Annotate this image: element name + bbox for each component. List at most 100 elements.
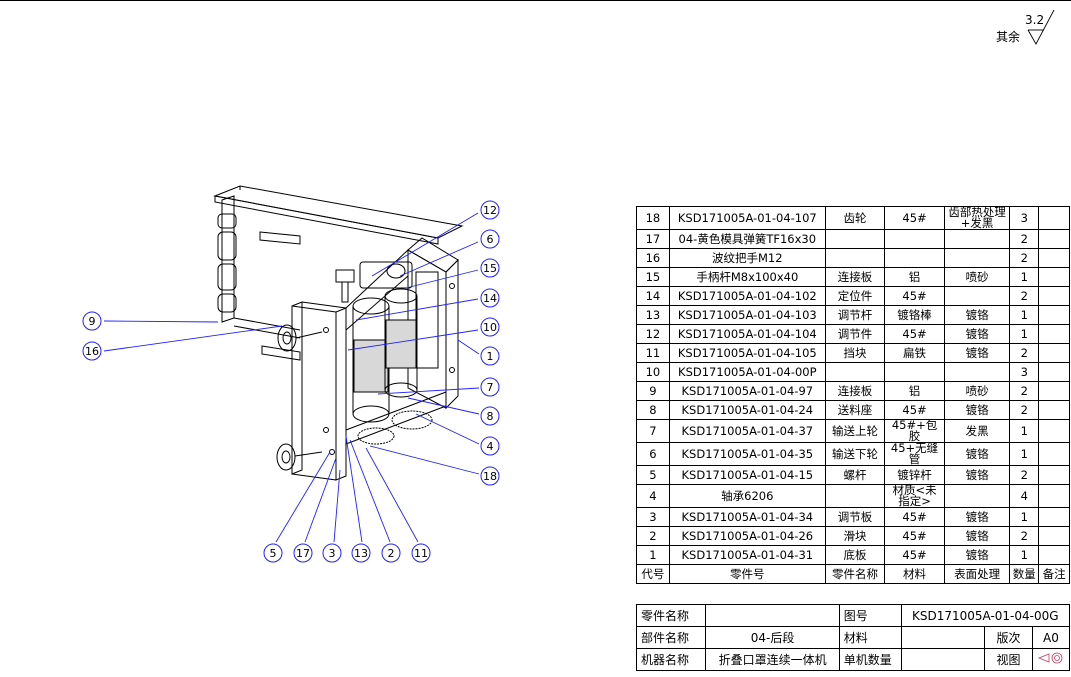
unit-qty-label: 单机数量	[838, 648, 902, 671]
machine-label: 机器名称	[635, 648, 707, 671]
bom-cell-part-no: KSD171005A-01-04-34	[668, 507, 826, 527]
bom-cell-note	[1038, 343, 1070, 363]
balloon: 12	[480, 200, 500, 220]
bom-cell-note	[1038, 286, 1070, 306]
revision-label: 版次	[984, 626, 1033, 649]
bom-cell-note	[1038, 484, 1070, 508]
machine-value: 折叠口罩连续一体机	[705, 648, 840, 671]
bom-cell-qty: 1	[1009, 545, 1040, 565]
bom-cell-part-no: 04-黄色模具弹簧TF16x30	[668, 229, 826, 249]
bom-cell-part-no: KSD171005A-01-04-105	[668, 343, 826, 363]
bom-cell-qty: 1	[1009, 419, 1040, 443]
balloon: 5	[263, 543, 283, 563]
bom-cell-name: 输送下轮	[824, 442, 886, 466]
bom-cell-surface: 喷砂	[943, 267, 1011, 287]
balloon: 9	[82, 311, 102, 331]
bom-cell-part-no: KSD171005A-01-04-26	[668, 526, 826, 546]
roughness-value: 3.2	[1025, 13, 1045, 27]
bom-cell-qty: 3	[1009, 206, 1040, 230]
bom-cell-name	[824, 248, 886, 268]
material-value	[900, 626, 986, 649]
bom-cell-name: 螺杆	[824, 465, 886, 485]
bom-cell-note	[1038, 400, 1070, 420]
svg-text:1: 1	[487, 350, 494, 363]
bom-cell-name: 输送上轮	[824, 419, 886, 443]
bom-cell-name: 齿轮	[824, 206, 886, 230]
balloon: 18	[480, 466, 500, 486]
svg-text:8: 8	[487, 410, 494, 423]
bom-cell-seq: 2	[636, 526, 670, 546]
svg-text:15: 15	[483, 262, 497, 275]
bom-cell-part-no: KSD171005A-01-04-00P	[668, 362, 826, 382]
bom-cell-material: 材质<未指定>	[884, 484, 945, 508]
bom-cell-qty: 1	[1009, 267, 1040, 287]
bom-cell-material: 铝	[884, 381, 945, 401]
svg-text:7: 7	[487, 381, 494, 394]
balloon: 7	[480, 377, 500, 397]
balloon: 2	[381, 543, 401, 563]
bom-cell-seq: 12	[636, 324, 670, 344]
svg-text:2: 2	[388, 547, 395, 560]
bom-cell-qty: 2	[1009, 381, 1040, 401]
bom-cell-name: 调节杆	[824, 305, 886, 325]
bom-cell-seq: 3	[636, 507, 670, 527]
bom-cell-seq: 18	[636, 206, 670, 230]
bom-cell-name: 底板	[824, 545, 886, 565]
bom-cell-surface	[943, 229, 1011, 249]
bom-cell-seq: 9	[636, 381, 670, 401]
bom-cell-qty: 2	[1009, 343, 1040, 363]
bom-cell-part-no: 手柄杆M8x100x40	[668, 267, 826, 287]
bom-cell-seq: 15	[636, 267, 670, 287]
bom-cell-surface: 镀铬	[943, 442, 1011, 466]
bom-cell-surface	[943, 286, 1011, 306]
bom-cell-material: 45#	[884, 507, 945, 527]
bom-cell-part-no: 波纹把手M12	[668, 248, 826, 268]
bom-cell-surface: 镀铬	[943, 526, 1011, 546]
balloon: 8	[480, 406, 500, 426]
bom-cell-note	[1038, 267, 1070, 287]
bom-header-note: 备注	[1038, 564, 1070, 584]
bom-cell-surface: 镀铬	[943, 465, 1011, 485]
bom-cell-surface: 喷砂	[943, 381, 1011, 401]
balloon: 16	[82, 341, 102, 361]
bom-cell-qty: 2	[1009, 229, 1040, 249]
balloon: 14	[480, 288, 500, 308]
bom-cell-note	[1038, 362, 1070, 382]
bom-cell-surface: 镀铬	[943, 545, 1011, 565]
bom-cell-note	[1038, 206, 1070, 230]
bom-cell-seq: 13	[636, 305, 670, 325]
svg-text:16: 16	[85, 345, 99, 358]
balloon: 17	[293, 543, 313, 563]
bom-cell-surface: 镀铬	[943, 343, 1011, 363]
bom-cell-material: 镀锌杆	[884, 465, 945, 485]
bom-cell-seq: 16	[636, 248, 670, 268]
bom-cell-qty: 1	[1009, 442, 1040, 466]
revision-value: A0	[1031, 626, 1071, 649]
bom-cell-part-no: KSD171005A-01-04-37	[668, 419, 826, 443]
bom-cell-name: 送料座	[824, 400, 886, 420]
bom-cell-surface: 镀铬	[943, 305, 1011, 325]
bom-cell-qty: 2	[1009, 400, 1040, 420]
bom-cell-surface: 发黑	[943, 419, 1011, 443]
bom-cell-name	[824, 484, 886, 508]
svg-text:12: 12	[483, 204, 497, 217]
bom-header-part-no: 零件号	[668, 564, 826, 584]
bom-cell-qty: 2	[1009, 526, 1040, 546]
bom-cell-part-no: KSD171005A-01-04-31	[668, 545, 826, 565]
bom-cell-name	[824, 229, 886, 249]
bom-cell-surface: 齿部热处理+发黑	[943, 206, 1011, 230]
svg-text:11: 11	[414, 547, 428, 560]
svg-text:13: 13	[354, 547, 368, 560]
